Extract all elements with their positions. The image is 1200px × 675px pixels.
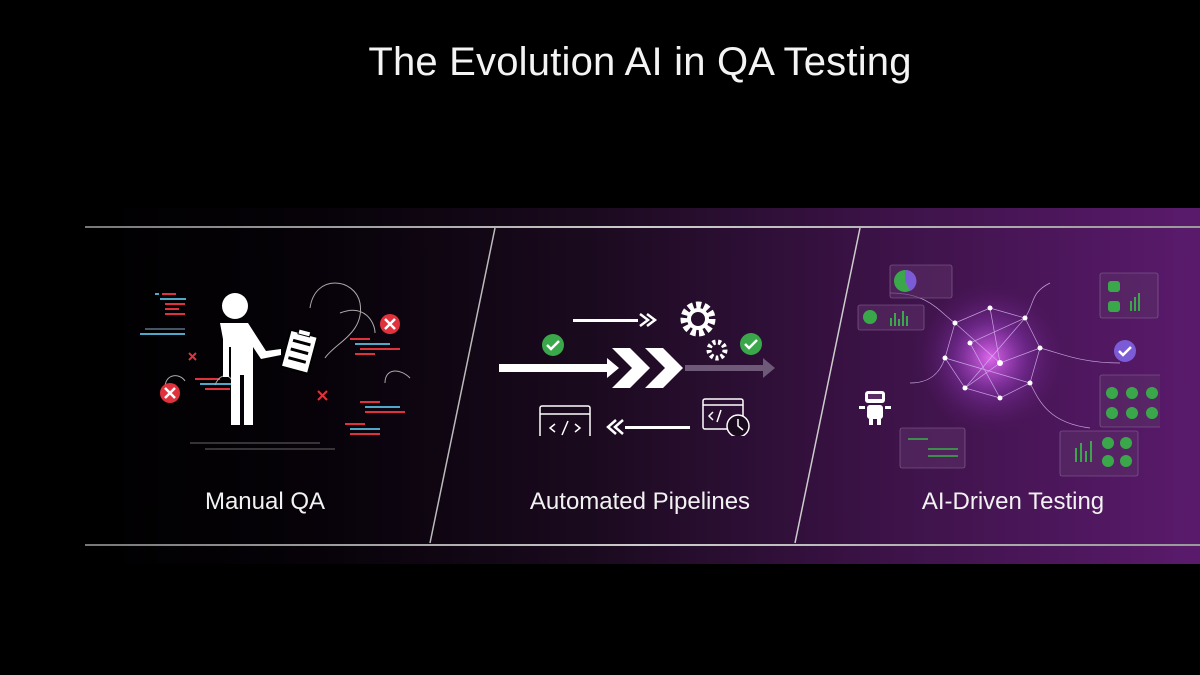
automated-pipelines-illustration [499,301,775,436]
check-icon [542,333,762,356]
code-snippets-icon [140,293,405,435]
ai-driven-testing-illustration [857,264,1160,477]
log-lines-icon [908,438,958,457]
back-arrow-icon [606,419,690,435]
manual-qa-illustration [140,282,411,450]
panel-label-manual-qa: Manual QA [204,488,326,515]
panel-label-automated-pipelines: Automated Pipelines [529,488,751,515]
panel-separators [429,227,861,544]
person-icon [220,293,281,425]
page-title: The Evolution AI in QA Testing [368,40,912,84]
clipboard-icon [279,328,319,375]
pie-chart-icon [894,269,917,292]
top-divider-line [85,226,1200,228]
bottom-divider-line [85,544,1200,546]
forward-arrow-icon [499,313,683,388]
code-timer-icon [702,398,750,436]
output-arrow-icon [685,358,775,378]
robot-icon [859,391,891,425]
check-icon [1102,281,1158,467]
purple-check-icon [1114,340,1136,362]
network-nodes [942,305,1043,401]
evolution-banner: Manual QA Automated Pipelines [85,208,1200,564]
bar-chart-icon [863,293,1140,462]
panel-label-ai-driven-testing: AI-Driven Testing [921,488,1105,515]
gear-icon [680,301,728,361]
neural-glow [915,283,1065,433]
code-window-icon [539,405,591,436]
error-x-icon [160,314,400,403]
